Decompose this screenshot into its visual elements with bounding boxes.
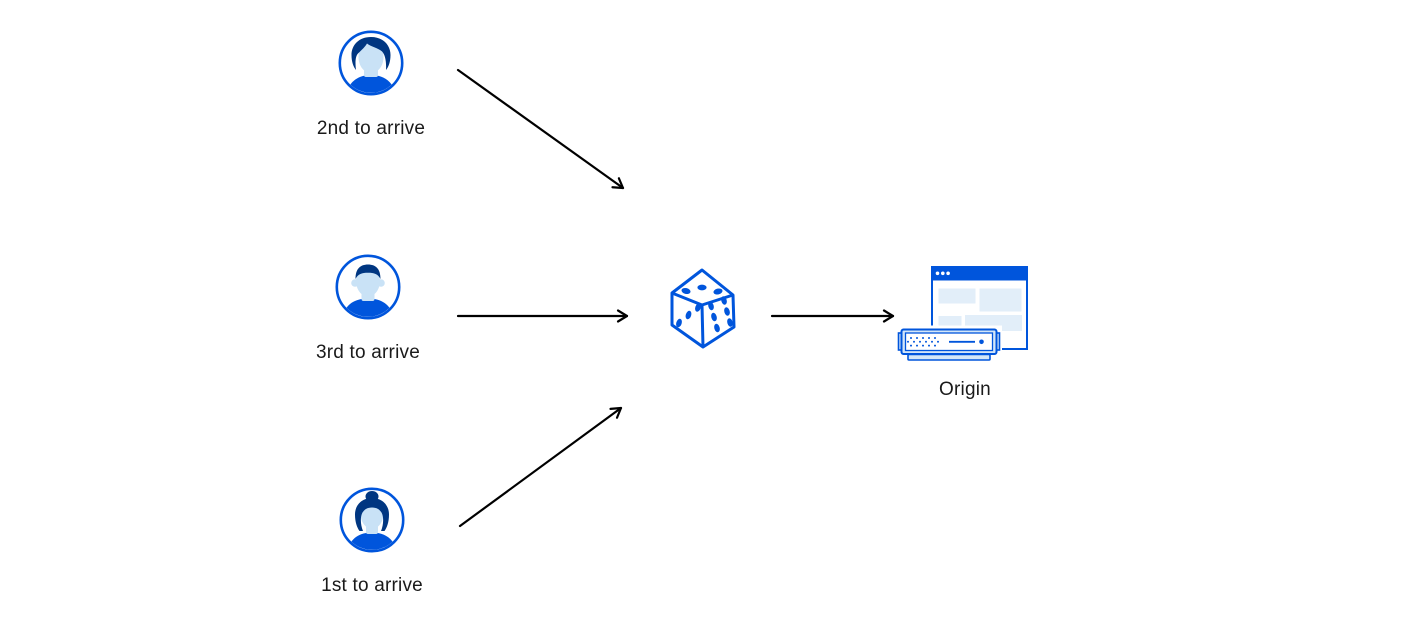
node-visitor-first: 1st to arrive: [302, 487, 442, 597]
arrow-visitor-first-to-dice: [458, 406, 623, 528]
origin-server-icon: [896, 266, 1028, 361]
user-male-avatar-icon: [338, 30, 404, 96]
node-label: 1st to arrive: [321, 575, 423, 596]
node-label: Origin: [939, 379, 991, 400]
user-male-short-hair-avatar-icon: [335, 254, 401, 320]
node-visitor-second: 2nd to arrive: [301, 30, 441, 140]
node-label: 2nd to arrive: [316, 118, 426, 139]
node-random-selector: [667, 266, 737, 351]
dice-icon: [670, 268, 736, 349]
user-female-avatar-icon: [339, 487, 405, 553]
node-label: 3rd to arrive: [316, 342, 420, 363]
arrow-visitor-second-to-dice: [456, 68, 625, 190]
node-origin: Origin: [892, 261, 1037, 401]
node-visitor-third: 3rd to arrive: [298, 254, 438, 364]
